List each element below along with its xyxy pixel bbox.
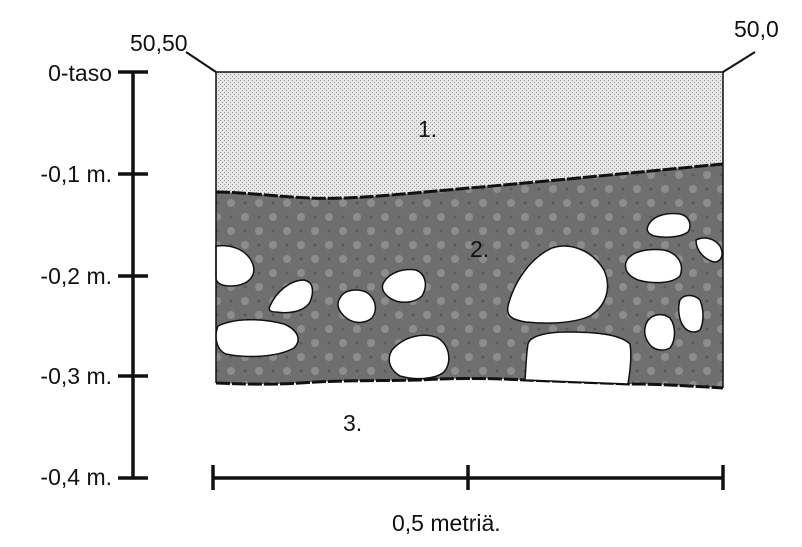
stone bbox=[506, 245, 609, 324]
depth-label-2: -0,2 m. bbox=[40, 263, 112, 289]
stone bbox=[337, 289, 377, 324]
depth-label-3: -0,3 m. bbox=[40, 363, 112, 389]
corner-right-leader bbox=[722, 51, 756, 73]
stone bbox=[646, 212, 691, 238]
stone bbox=[268, 279, 314, 314]
depth-ticks bbox=[118, 70, 148, 480]
corner-label-left: 50,50 bbox=[130, 30, 188, 56]
boundary-1-2 bbox=[215, 162, 724, 200]
layer-label-2: 2. bbox=[470, 236, 490, 262]
depth-label-4: -0,4 m. bbox=[40, 464, 112, 490]
scale-bar bbox=[211, 465, 725, 490]
boundary-2-3 bbox=[215, 377, 724, 390]
depth-label-0: 0-taso bbox=[48, 60, 112, 86]
stone bbox=[624, 248, 683, 284]
stone bbox=[677, 294, 704, 333]
scale-bar-label: 0,5 metriä. bbox=[392, 510, 501, 536]
layer2-area bbox=[216, 164, 723, 388]
depth-label-1: -0,1 m. bbox=[40, 161, 112, 187]
stone bbox=[695, 237, 723, 263]
stone bbox=[643, 313, 676, 351]
corner-left-leader bbox=[185, 51, 217, 73]
stone bbox=[381, 268, 427, 303]
stone bbox=[215, 318, 299, 358]
stone bbox=[524, 331, 632, 385]
layer1-area bbox=[216, 72, 723, 199]
corner-label-right: 50,0 bbox=[734, 16, 779, 42]
stone bbox=[388, 334, 450, 380]
layer-label-3: 3. bbox=[343, 410, 363, 436]
stone bbox=[215, 244, 255, 287]
layer-label-1: 1. bbox=[418, 116, 438, 142]
stones bbox=[215, 212, 723, 385]
